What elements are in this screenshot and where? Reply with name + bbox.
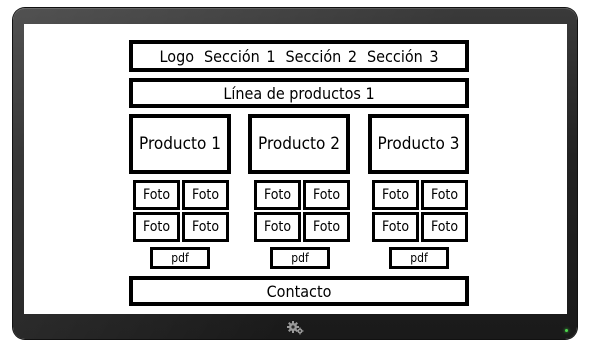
photo-2-4[interactable]: Foto bbox=[303, 212, 350, 242]
pdf-label: pdf bbox=[410, 251, 428, 265]
photo-label: Foto bbox=[381, 187, 410, 203]
power-led-icon bbox=[565, 329, 568, 332]
nav-bar: Logo Sección 1 Sección 2 Sección 3 bbox=[129, 40, 469, 72]
nav-section-3[interactable]: Sección 3 bbox=[366, 46, 439, 66]
photo-label: Foto bbox=[191, 187, 220, 203]
photo-label: Foto bbox=[142, 219, 171, 235]
pdf-label: pdf bbox=[291, 251, 309, 265]
photo-3-3[interactable]: Foto bbox=[372, 212, 419, 242]
photo-2-2[interactable]: Foto bbox=[303, 180, 350, 210]
photo-label: Foto bbox=[381, 219, 410, 235]
pdf-button-2[interactable]: pdf bbox=[270, 247, 330, 269]
pdf-label: pdf bbox=[171, 251, 189, 265]
photo-2-3[interactable]: Foto bbox=[254, 212, 301, 242]
photo-label: Foto bbox=[312, 187, 341, 203]
product-line-label: Línea de productos 1 bbox=[223, 83, 375, 103]
photo-label: Foto bbox=[312, 219, 341, 235]
product-card-3[interactable]: Producto 3 bbox=[368, 114, 469, 174]
photo-1-3[interactable]: Foto bbox=[133, 212, 180, 242]
footer-contact[interactable]: Contacto bbox=[129, 276, 469, 306]
contact-label: Contacto bbox=[266, 281, 332, 301]
photo-label: Foto bbox=[263, 219, 292, 235]
gears-icon bbox=[287, 320, 305, 335]
photo-label: Foto bbox=[430, 219, 459, 235]
pdf-button-1[interactable]: pdf bbox=[150, 247, 210, 269]
photo-2-1[interactable]: Foto bbox=[254, 180, 301, 210]
photo-3-2[interactable]: Foto bbox=[421, 180, 468, 210]
photo-label: Foto bbox=[142, 187, 171, 203]
photo-1-2[interactable]: Foto bbox=[182, 180, 229, 210]
product-title-2: Producto 2 bbox=[258, 134, 340, 154]
product-line-banner[interactable]: Línea de productos 1 bbox=[129, 78, 469, 108]
product-card-1[interactable]: Producto 1 bbox=[129, 114, 231, 174]
photo-3-4[interactable]: Foto bbox=[421, 212, 468, 242]
photo-3-1[interactable]: Foto bbox=[372, 180, 419, 210]
pdf-button-3[interactable]: pdf bbox=[389, 247, 449, 269]
product-card-2[interactable]: Producto 2 bbox=[248, 114, 350, 174]
photo-label: Foto bbox=[191, 219, 220, 235]
photo-label: Foto bbox=[263, 187, 292, 203]
photo-1-4[interactable]: Foto bbox=[182, 212, 229, 242]
photo-label: Foto bbox=[430, 187, 459, 203]
photo-1-1[interactable]: Foto bbox=[133, 180, 180, 210]
nav-logo[interactable]: Logo bbox=[159, 46, 195, 66]
nav-section-1[interactable]: Sección 1 bbox=[204, 46, 276, 66]
nav-section-2[interactable]: Sección 2 bbox=[285, 46, 357, 66]
product-title-3: Producto 3 bbox=[377, 134, 460, 154]
product-title-1: Producto 1 bbox=[139, 134, 221, 154]
